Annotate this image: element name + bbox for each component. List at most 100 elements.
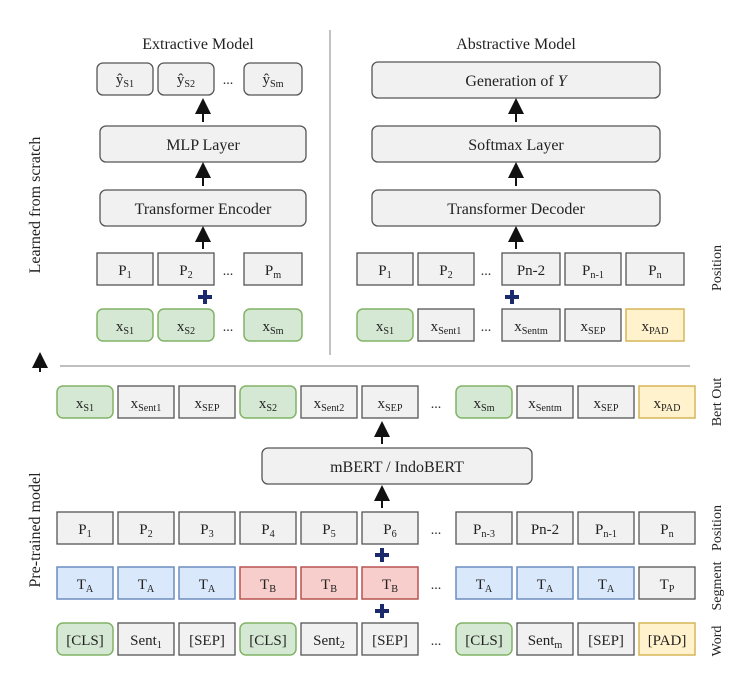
extractive-input-label: xS2	[177, 319, 195, 337]
bert-out-label: xPAD	[654, 396, 681, 414]
plus-icon	[375, 548, 389, 562]
position-cell	[117, 511, 175, 545]
bert-out-cell	[117, 385, 175, 419]
ellipsis: ...	[431, 578, 442, 593]
word-label: [SEP]	[372, 633, 408, 649]
abstractive-position-label: Pn-2	[517, 263, 545, 279]
extractive-model: MLP Layer Transformer Encoder ŷS1 ŷS2 ..…	[96, 62, 307, 342]
position-label: P2	[139, 522, 152, 540]
extractive-output-label: ŷSm	[262, 72, 283, 90]
extractive-position-row: P1 P2 ... Pm	[96, 252, 303, 286]
bert-out-label: xSEP	[593, 396, 618, 414]
plus-icon	[198, 290, 212, 304]
extractive-output-label: ŷS2	[177, 72, 195, 90]
plus-icon	[375, 604, 389, 618]
abstractive-input-cell	[501, 308, 561, 342]
bert-out-label: xSent2	[314, 396, 345, 414]
position-cell	[361, 511, 419, 545]
abstractive-position-label: Pn-1	[582, 263, 604, 281]
ellipsis: ...	[431, 634, 442, 649]
side-label-position-bottom: Position	[710, 505, 725, 551]
segment-cell	[239, 566, 297, 600]
abstractive-position-cell	[501, 252, 561, 286]
position-cell	[577, 511, 635, 545]
bert-out-cell	[361, 385, 419, 419]
bert-out-label: xSm	[473, 396, 494, 414]
segment-cell	[455, 566, 513, 600]
abstractive-input-label: xSEP	[580, 319, 605, 337]
position-cell	[300, 511, 358, 545]
side-label-segment: Segment	[710, 561, 725, 610]
extractive-position-cell	[96, 252, 154, 286]
segment-cell	[361, 566, 419, 600]
bert-out-cell	[239, 385, 297, 419]
bert-out-cell	[178, 385, 236, 419]
segment-label: TP	[660, 577, 675, 595]
extractive-model-title: Extractive Model	[142, 36, 254, 53]
abstractive-position-cell	[564, 252, 622, 286]
word-cell	[56, 622, 114, 656]
extractive-input-row: xS1 xS2 ... xSm	[96, 308, 303, 342]
learned-from-scratch-label: Learned from scratch	[27, 137, 44, 274]
position-label: P4	[261, 522, 274, 540]
extractive-position-label: P2	[179, 263, 192, 281]
side-label-position-top: Position	[710, 245, 725, 291]
segment-label: TB	[260, 577, 276, 595]
abstractive-input-label: xSentm	[514, 319, 548, 337]
bert-model-box	[261, 447, 533, 485]
word-label: Sent2	[313, 633, 345, 651]
segment-label: TA	[476, 577, 493, 595]
segment-label: TA	[598, 577, 615, 595]
abstractive-position-cell	[356, 252, 414, 286]
abstractive-input-row: xS1 xSent1 ... xSentm xSEP xPAD	[356, 308, 685, 342]
abstractive-input-cell	[356, 308, 414, 342]
bert-out-label: xS1	[76, 396, 94, 414]
softmax-layer-label: Softmax Layer	[468, 137, 564, 154]
abstractive-input-label: xS1	[376, 319, 394, 337]
word-cell	[300, 622, 358, 656]
ellipsis: ...	[223, 264, 234, 279]
ellipsis: ...	[431, 523, 442, 538]
segment-cell	[516, 566, 574, 600]
segment-row: TA TA TA TB TB TB ... TA TA TA TP	[56, 566, 696, 600]
extractive-output-label: ŷS1	[116, 72, 134, 90]
bert-out-label: xSEP	[377, 396, 402, 414]
word-label: [SEP]	[189, 633, 225, 649]
abstractive-input-label: xPAD	[642, 319, 669, 337]
bert-model-label: mBERT / IndoBERT	[330, 459, 464, 476]
segment-label: TA	[77, 577, 94, 595]
word-label: Sent1	[130, 633, 162, 651]
position-row: P1 P2 P3 P4 P5 P6 ... Pn-3 Pn-2 Pn-1 Pn	[56, 511, 696, 545]
word-cell	[455, 622, 513, 656]
segment-cell	[178, 566, 236, 600]
segment-label: TA	[199, 577, 216, 595]
segment-cell	[300, 566, 358, 600]
segment-cell	[56, 566, 114, 600]
bert-out-row: xS1 xSent1 xSEP xS2 xSent2 xSEP ... xSm …	[56, 385, 696, 419]
extractive-position-cell	[243, 252, 303, 286]
segment-label: TB	[321, 577, 337, 595]
word-cell	[577, 622, 635, 656]
side-label-bert-out: Bert Out	[710, 378, 725, 427]
position-cell	[56, 511, 114, 545]
extractive-output-row: ŷS1 ŷS2 ... ŷSm	[96, 62, 303, 96]
position-label: P5	[322, 522, 335, 540]
ellipsis: ...	[223, 320, 234, 335]
abstractive-position-label: Pn	[648, 263, 661, 281]
generation-label: Generation of Y	[465, 73, 568, 90]
word-cell	[178, 622, 236, 656]
position-label: P6	[383, 522, 396, 540]
bert-out-label: xSent1	[131, 396, 162, 414]
extractive-mlp-label: MLP Layer	[166, 137, 240, 154]
position-label: Pn-3	[473, 522, 495, 540]
abstractive-position-cell	[625, 252, 685, 286]
word-label: [SEP]	[588, 633, 624, 649]
abstractive-position-row: P1 P2 ... Pn-2 Pn-1 Pn	[356, 252, 685, 286]
word-cell	[239, 622, 297, 656]
bert-out-label: xS2	[259, 396, 277, 414]
extractive-input-label: xS1	[116, 319, 134, 337]
bert-out-cell	[56, 385, 114, 419]
transformer-decoder-label: Transformer Decoder	[447, 201, 585, 218]
position-cell	[455, 511, 513, 545]
segment-label: TA	[537, 577, 554, 595]
